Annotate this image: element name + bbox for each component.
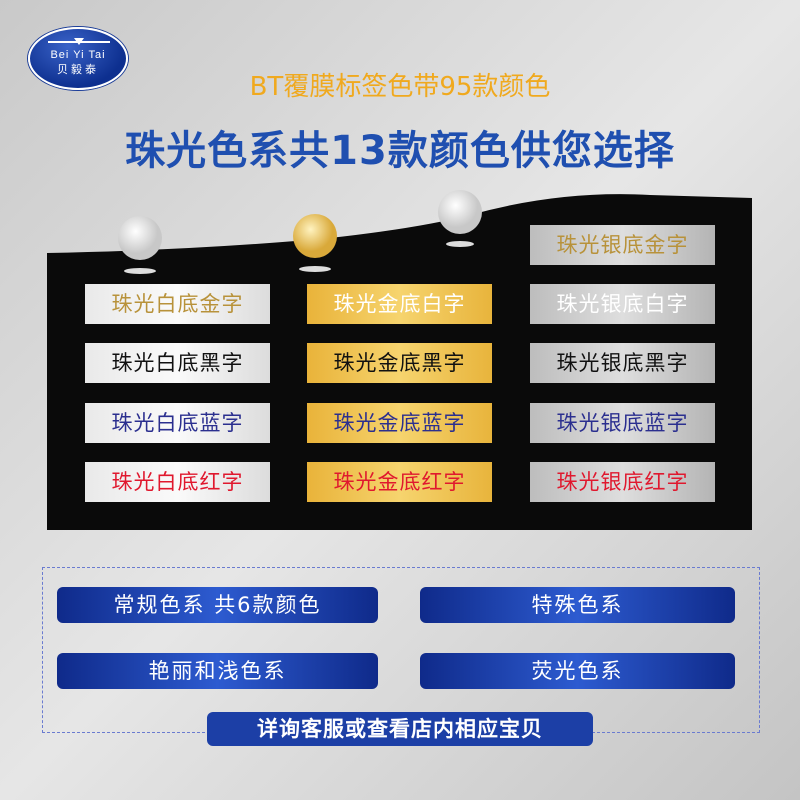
label-gold-blue: 珠光金底蓝字 — [307, 403, 492, 443]
label-white-red: 珠光白底红字 — [85, 462, 270, 502]
contact-service-banner[interactable]: 详询客服或查看店内相应宝贝 — [207, 712, 593, 746]
label-silver-white: 珠光银底白字 — [530, 284, 715, 324]
special-colors-button[interactable]: 特殊色系 — [420, 587, 735, 623]
spotlight — [446, 241, 474, 247]
label-silver-gold: 珠光银底金字 — [530, 225, 715, 265]
label-silver-blue: 珠光银底蓝字 — [530, 403, 715, 443]
logo-cn: 贝毅泰 — [57, 63, 99, 76]
label-gold-black: 珠光金底黑字 — [307, 343, 492, 383]
bright-light-colors-button[interactable]: 艳丽和浅色系 — [57, 653, 378, 689]
label-silver-black: 珠光银底黑字 — [530, 343, 715, 383]
pearl-silver-sphere — [438, 190, 482, 234]
label-silver-red: 珠光银底红字 — [530, 462, 715, 502]
logo-en: Bei Yi Tai — [50, 49, 106, 61]
label-gold-white: 珠光金底白字 — [307, 284, 492, 324]
spotlight — [299, 266, 331, 272]
label-white-black: 珠光白底黑字 — [85, 343, 270, 383]
brand-logo: Bei Yi Tai 贝毅泰 — [28, 27, 128, 90]
page-title: 珠光色系共13款颜色供您选择 — [125, 128, 675, 174]
pearl-gold-sphere — [293, 214, 337, 258]
label-gold-red: 珠光金底红字 — [307, 462, 492, 502]
spotlight — [124, 268, 156, 274]
fluorescent-colors-button[interactable]: 荧光色系 — [420, 653, 735, 689]
label-white-blue: 珠光白底蓝字 — [85, 403, 270, 443]
regular-colors-button[interactable]: 常规色系 共6款颜色 — [57, 587, 378, 623]
bird-icon — [48, 38, 110, 45]
pearl-white-sphere — [118, 216, 162, 260]
subtitle: BT覆膜标签色带95款颜色 — [249, 72, 551, 102]
label-white-gold: 珠光白底金字 — [85, 284, 270, 324]
